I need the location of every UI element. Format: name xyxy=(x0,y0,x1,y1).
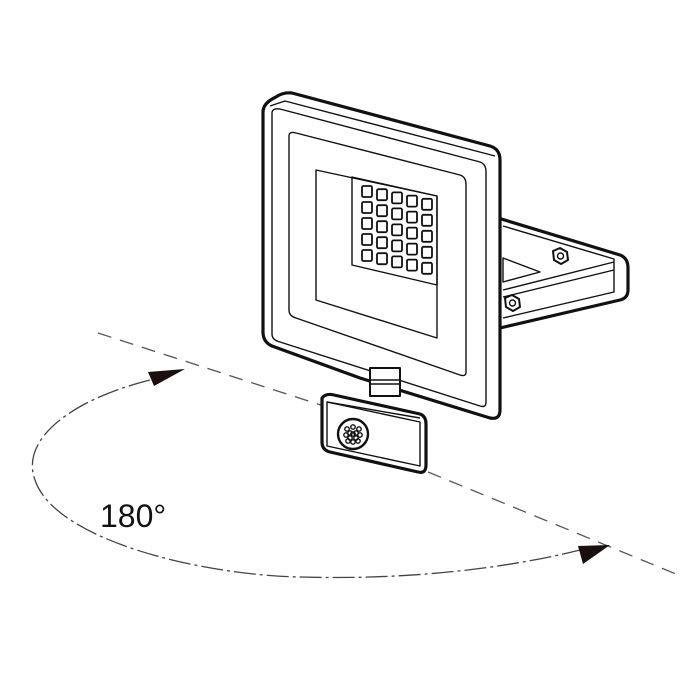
hex-nut-icon xyxy=(504,294,521,312)
led-chip-icon xyxy=(406,210,418,224)
led-chip-icon xyxy=(421,213,433,227)
rotation-angle-label: 180° xyxy=(100,498,166,534)
led-chip-icon xyxy=(391,239,403,253)
rotation-axis-lines xyxy=(97,332,677,575)
arrowhead-start-icon xyxy=(148,369,185,386)
floodlight-housing xyxy=(261,91,502,420)
lens-facet-icon xyxy=(356,426,362,432)
led-chip-icon xyxy=(361,233,373,246)
arrowhead-end-icon xyxy=(578,545,610,564)
led-chip-icon xyxy=(361,185,373,198)
lens-facet-icon xyxy=(347,435,353,441)
led-chip-icon xyxy=(391,191,403,205)
led-chip-icon xyxy=(421,229,433,243)
lens-facet-icon xyxy=(353,435,359,441)
led-chip-icon xyxy=(406,226,418,240)
led-chip-icon xyxy=(421,245,433,259)
led-chip-icon xyxy=(391,207,403,221)
lens-facet-icon xyxy=(350,439,356,445)
led-chip-icon xyxy=(406,194,418,208)
lens-facet-icon xyxy=(350,424,356,430)
lens-facet-icon xyxy=(350,431,356,437)
led-chip-icon xyxy=(376,220,388,234)
led-chip-icon xyxy=(376,188,388,202)
hex-nut-icon xyxy=(552,247,569,265)
led-chip-icon xyxy=(406,242,418,256)
pir-motion-sensor xyxy=(320,392,428,474)
led-panel xyxy=(351,176,438,286)
pir-lens-icon xyxy=(336,417,370,451)
rotation-arc xyxy=(31,369,610,579)
led-chip-icon xyxy=(391,223,403,237)
led-chip-icon xyxy=(361,201,373,214)
led-chip-icon xyxy=(391,255,403,269)
led-chip-icon xyxy=(361,249,373,262)
led-chip-icon xyxy=(406,258,418,272)
sensor-swivel-joint xyxy=(369,367,401,397)
pir-lens-facets xyxy=(343,424,363,445)
led-chip-icon xyxy=(421,197,433,211)
led-chip-icon xyxy=(361,217,373,230)
mounting-bracket xyxy=(496,216,630,330)
led-chip-icon xyxy=(421,261,433,275)
led-chip-icon xyxy=(376,236,388,250)
lens-facet-icon xyxy=(344,426,350,432)
led-grid xyxy=(361,185,433,275)
led-chip-icon xyxy=(376,204,388,218)
led-chip-icon xyxy=(376,252,388,266)
